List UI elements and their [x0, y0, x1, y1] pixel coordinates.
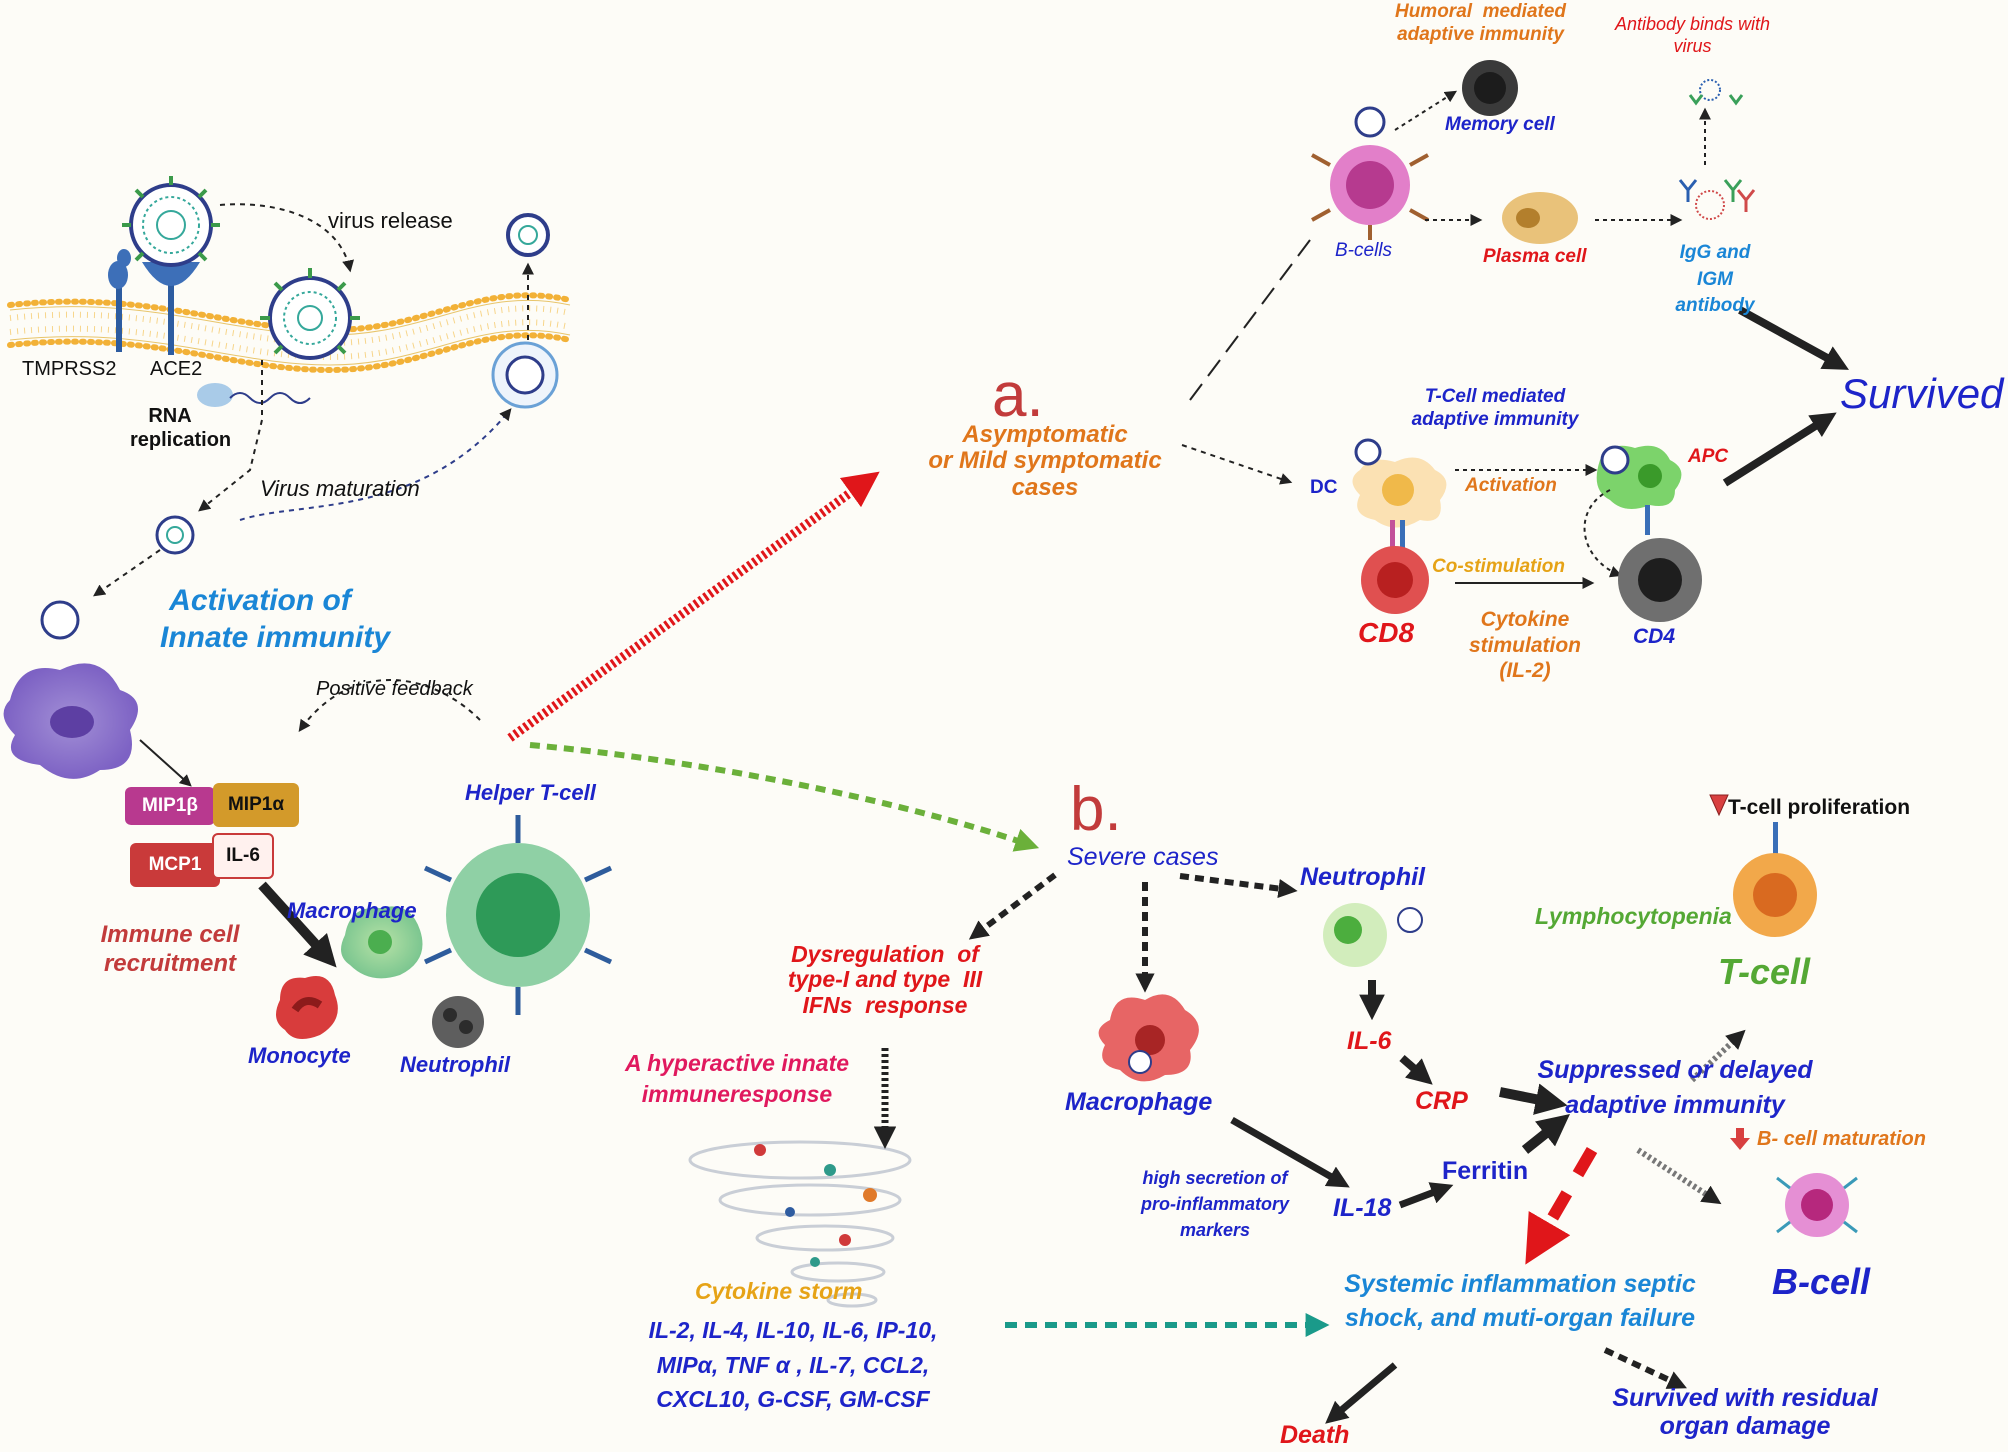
survived-residual-label: Survived with residual organ damage	[1612, 1384, 1878, 1440]
virus-binding-icon	[122, 176, 220, 267]
cytokine-storm-label: Cytokine storm	[695, 1278, 863, 1304]
plasma-cell-label: Plasma cell	[1483, 246, 1587, 267]
virus-mature-icon	[155, 515, 195, 555]
high-secretion-label: high secretion of pro-inflammatory marke…	[1140, 1168, 1290, 1241]
b-maturation-label: B- cell maturation	[1757, 1128, 1926, 1150]
systemic-label: Systemic inflammation septic shock, and …	[1344, 1270, 1696, 1332]
mip1a-chip: MIP1α	[213, 783, 299, 827]
mip1b-chip: MIP1β	[125, 787, 215, 825]
memory-cell-label: Memory cell	[1445, 114, 1555, 135]
macrophage-label: Macrophage	[287, 898, 417, 923]
apc-label: APC	[1688, 446, 1729, 467]
virus-maturation-label: Virus maturation	[260, 476, 420, 501]
b-cells-label: B-cells	[1335, 240, 1393, 261]
tmprss2-receptor-icon	[108, 249, 131, 352]
innate-macrophage-small-icon	[341, 906, 423, 979]
macrophage-b-icon	[1098, 994, 1199, 1082]
immune-recruitment-label: Immune cell recruitment	[100, 921, 240, 978]
apc-cell-icon	[1596, 445, 1682, 535]
suppressed-label: Suppressed or delayed adaptive immunity	[1537, 1056, 1813, 1119]
plasma-cell-icon	[1502, 192, 1578, 244]
neutrophil-b-label: Neutrophil	[1300, 863, 1425, 891]
antibody-binds-label: Antibody binds with virus	[1614, 14, 1771, 56]
ferritin-label: Ferritin	[1442, 1157, 1529, 1185]
t-cell-label: T-cell	[1718, 951, 1811, 992]
virus-release-label: virus release	[328, 208, 453, 233]
cd8-cell-icon	[1361, 546, 1429, 614]
b-cell-b-icon	[1776, 1173, 1858, 1237]
helper-t-cell-icon	[423, 815, 613, 1015]
hyperactive-label: A hyperactive innate immuneresponse	[624, 1050, 850, 1108]
down-arrow-icon	[1730, 1128, 1750, 1150]
rna-replication-label: RNA replication	[130, 405, 232, 452]
rna-icon	[197, 383, 311, 407]
monocyte-label: Monocyte	[248, 1043, 351, 1068]
tcell-mediated-label: T-Cell mediated adaptive immunity	[1411, 386, 1579, 431]
t-proliferation-label: T-cell proliferation	[1728, 796, 1911, 819]
ace2-label: ACE2	[150, 358, 203, 380]
cytokine-storm-icon	[688, 1140, 912, 1308]
survived-label: Survived	[1840, 370, 2004, 417]
memory-cell-icon	[1462, 60, 1518, 116]
b-cell-icon	[1311, 106, 1429, 240]
branch-a-letter: a.	[992, 361, 1044, 430]
virus-vesicle-icon	[491, 341, 559, 409]
cd8-label: CD8	[1358, 617, 1415, 648]
neutrophil-b-icon	[1323, 903, 1423, 967]
lymphocytopenia-label: Lymphocytopenia	[1535, 903, 1732, 929]
monocyte-icon	[276, 976, 338, 1039]
branch-a-title: Asymptomatic or Mild symptomatic cases	[928, 421, 1162, 501]
tmprss2-label: TMPRSS2	[22, 358, 117, 380]
helper-t-label: Helper T-cell	[465, 780, 596, 805]
b-cell-label: B-cell	[1772, 1261, 1871, 1302]
il18-label: IL-18	[1333, 1194, 1392, 1222]
dysregulation-label: Dysregulation of type-I and type III IFN…	[787, 941, 983, 1018]
dc-label: DC	[1310, 477, 1338, 498]
cd4-label: CD4	[1633, 625, 1676, 648]
severe-cases-label: Severe cases	[1067, 843, 1219, 871]
mcp1-chip: MCP1	[130, 843, 220, 887]
branch-b-letter: b.	[1070, 775, 1122, 844]
humoral-label: Humoral mediated adaptive immunity	[1394, 1, 1567, 46]
virus-entering-icon	[260, 268, 360, 360]
cd4-cell-icon	[1618, 538, 1702, 622]
igg-igm-label: IgG and IGM antibody	[1675, 242, 1755, 317]
virus-released-icon	[506, 213, 550, 257]
activation-label: Activation	[1465, 475, 1557, 496]
macrophage-b-label: Macrophage	[1065, 1088, 1213, 1116]
antibody-cluster-icon	[1678, 79, 1756, 220]
neutrophil-label: Neutrophil	[400, 1052, 510, 1077]
costimulation-label: Co-stimulation	[1432, 556, 1565, 577]
dendritic-cell-icon	[1352, 438, 1447, 550]
activation-innate-label: Activation of Innate immunity	[160, 584, 391, 654]
neutrophil-icon	[432, 996, 484, 1048]
cytokine-stim-label: Cytokine stimulation (IL-2)	[1468, 608, 1581, 683]
innate-macrophage-icon	[3, 600, 139, 779]
ace2-receptor-icon	[142, 262, 200, 355]
il6-b-label: IL-6	[1347, 1027, 1392, 1055]
il6-chip: IL-6	[212, 833, 274, 879]
t-cell-icon	[1733, 822, 1817, 937]
death-label: Death	[1280, 1421, 1350, 1449]
down-triangle-icon	[1709, 794, 1729, 817]
positive-feedback-label: Positive feedback	[316, 678, 473, 700]
crp-label: CRP	[1415, 1087, 1468, 1115]
cytokine-list: IL-2, IL-4, IL-10, IL-6, IP-10, MIPα, TN…	[648, 1317, 938, 1412]
